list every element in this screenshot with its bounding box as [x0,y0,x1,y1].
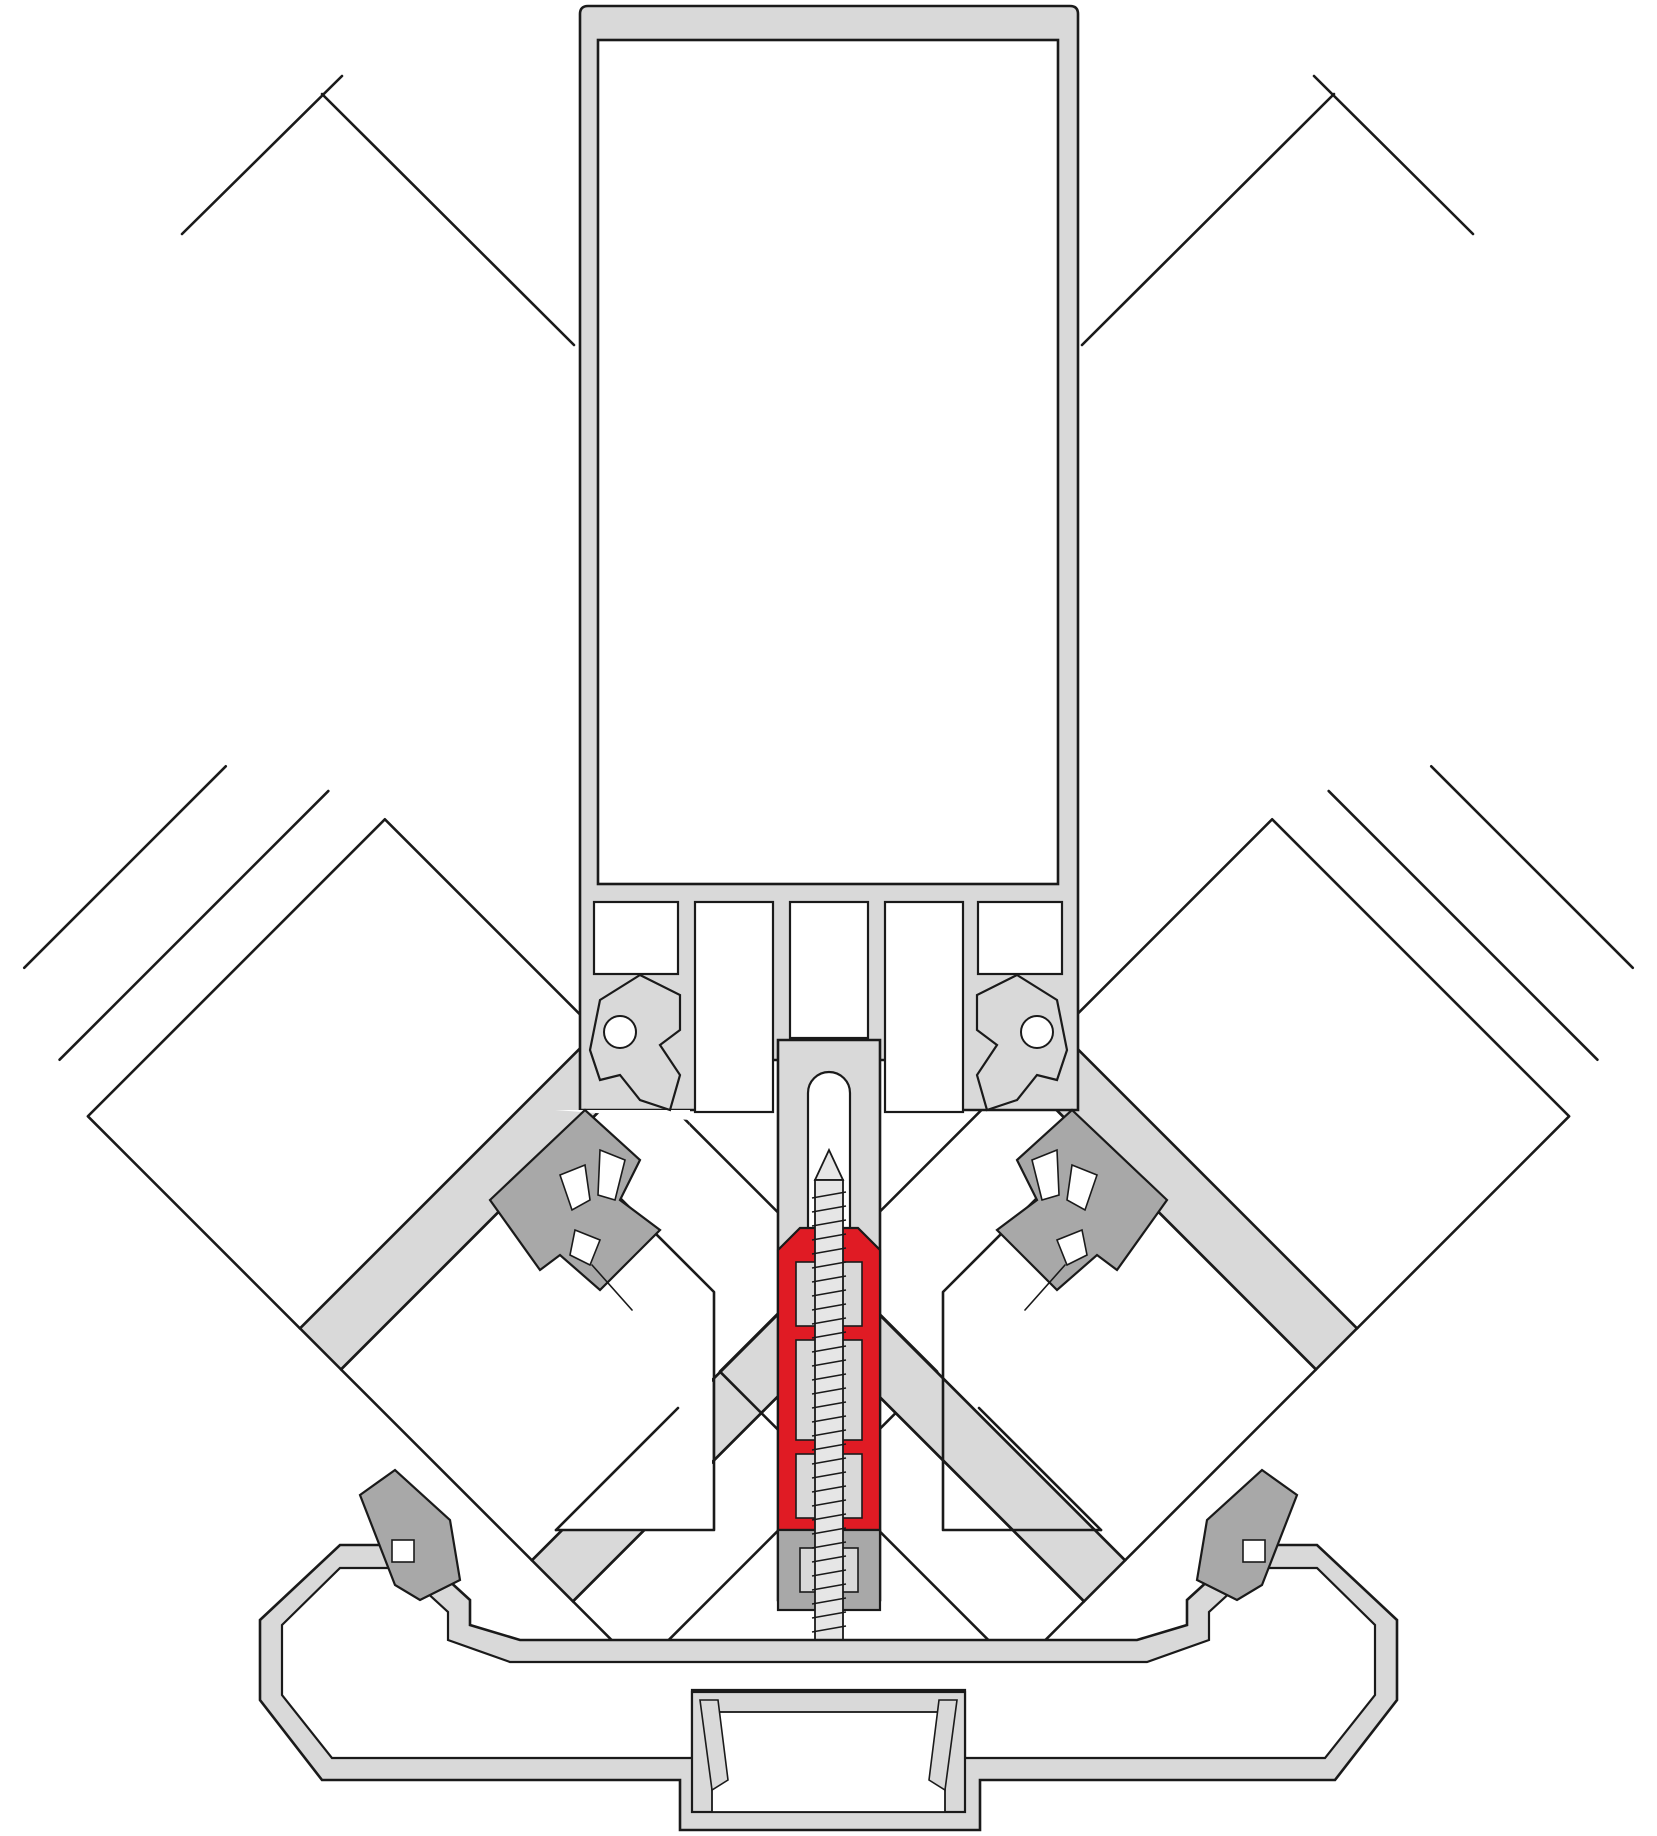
screw-thread [811,1345,847,1353]
right-inner-adapter [941,1188,1103,1532]
screw-thread [811,1289,847,1297]
mullion-profile [578,4,1080,1114]
right-gasket-key [975,973,1069,1112]
screw-thread [811,1513,847,1521]
screw-thread [811,1527,847,1535]
screw-thread [811,1457,847,1465]
screw-thread [811,1569,847,1577]
screw-thread [811,1317,847,1325]
screw-thread [811,1541,847,1549]
screw-thread [811,1401,847,1409]
screw-thread [811,1625,847,1633]
screw-thread [811,1555,847,1563]
left-inner-gasket [488,1108,662,1311]
screw-thread [811,1191,847,1199]
screw-thread [811,1597,847,1605]
screw-thread [811,1387,847,1395]
screw-thread [811,1415,847,1423]
right-inner-gasket [995,1108,1169,1311]
screw-thread [811,1303,847,1311]
left-inner-adapter [540,1110,716,1532]
screw-thread [811,1359,847,1367]
screw-thread [811,1611,847,1619]
screw-thread [811,1583,847,1591]
left-outer-gasket [358,1468,462,1602]
screw-thread [811,1429,847,1437]
screw-thread [811,1499,847,1507]
screw-thread [811,1331,847,1339]
screw-thread [811,1233,847,1241]
right-outer-gasket [1195,1468,1299,1602]
pressure-plate [258,1543,1399,1832]
screw-thread [811,1373,847,1381]
left-gasket-key [588,973,682,1112]
screw-thread [811,1471,847,1479]
screw-thread [811,1443,847,1451]
screw-thread [811,1205,847,1213]
cover-cap-clips [699,1699,958,1792]
screw-thread [811,1247,847,1255]
screw-thread [811,1261,847,1269]
upper-glass-lines [180,74,1475,347]
screw-thread [811,1275,847,1283]
screw-thread [811,1219,847,1227]
screw-thread [811,1485,847,1493]
